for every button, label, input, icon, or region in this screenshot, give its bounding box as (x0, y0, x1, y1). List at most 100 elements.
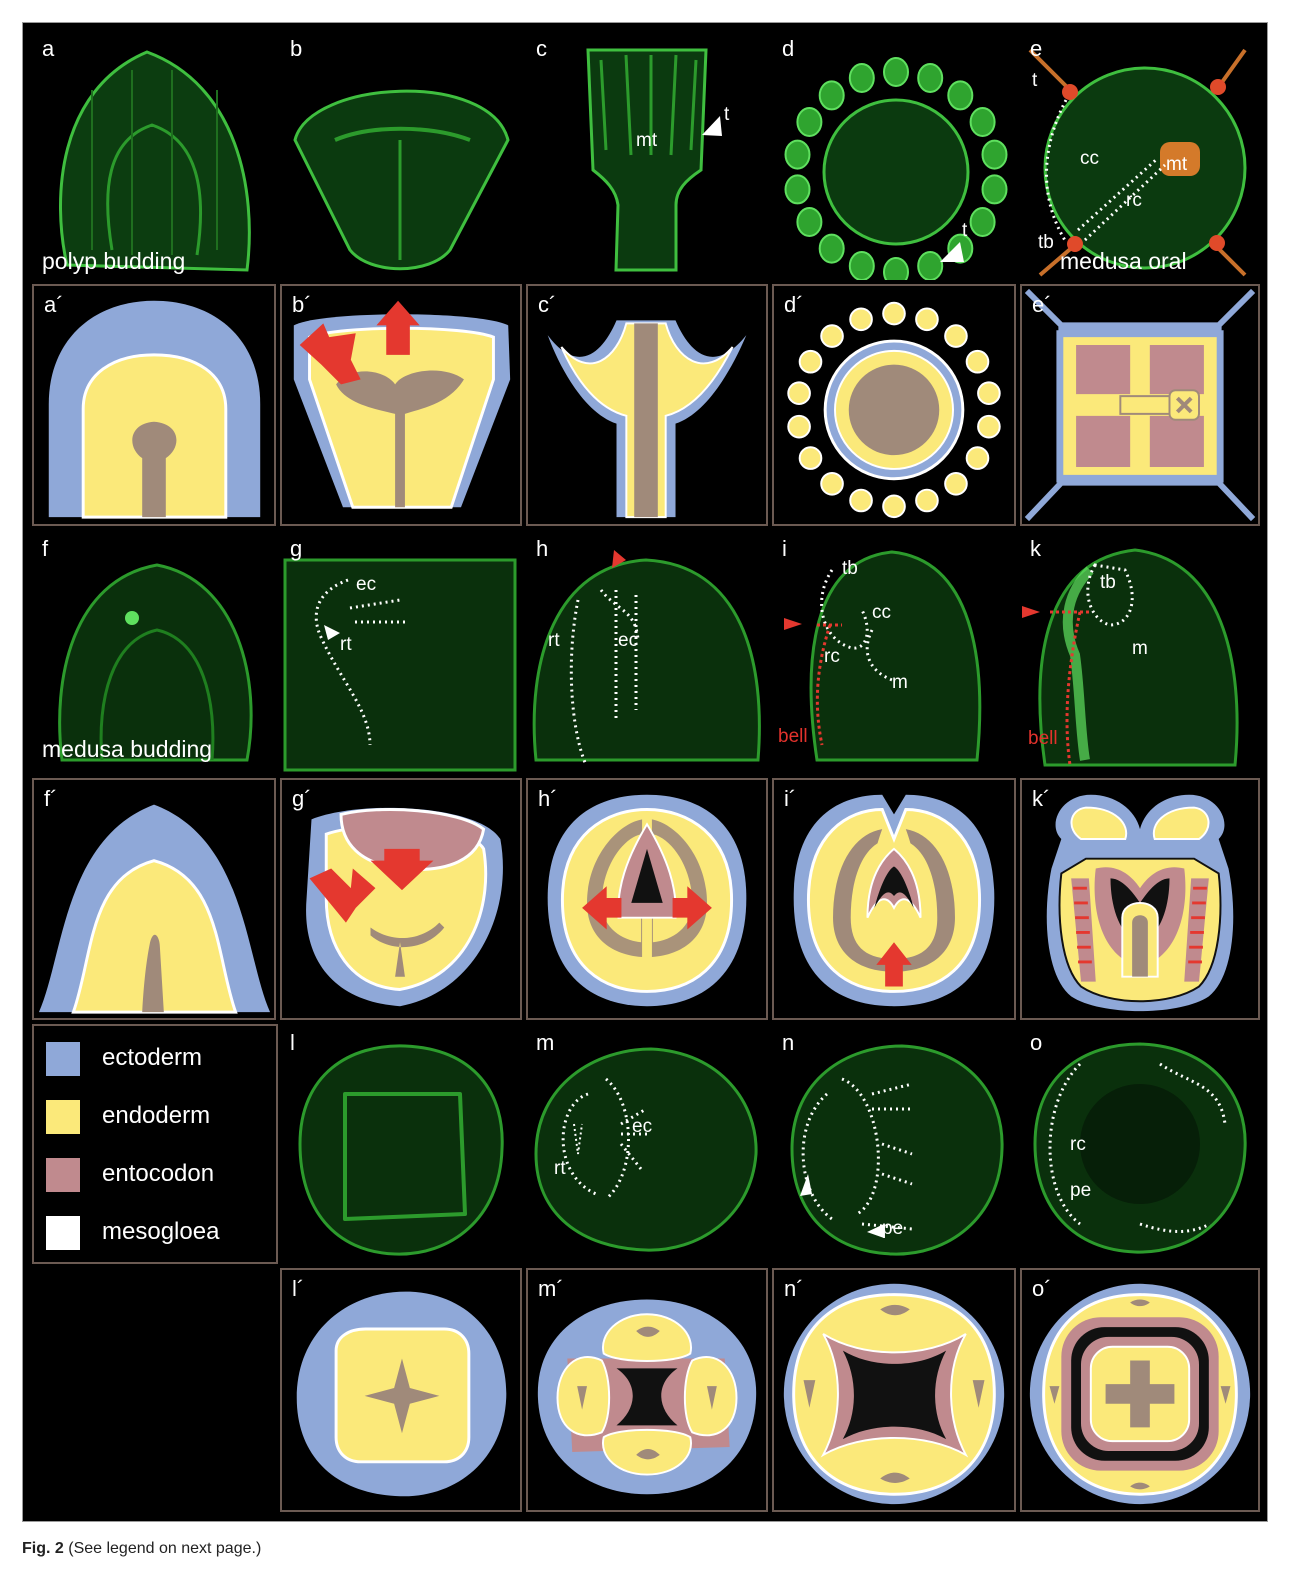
panel-label-o: o (1030, 1030, 1042, 1056)
panel-m-prime: m´ (526, 1268, 768, 1512)
panel-e-prime: e´ (1020, 284, 1260, 526)
annotation-i-m: m (892, 672, 908, 694)
diagram-d-prime (774, 286, 1014, 524)
legend-swatch-ectoderm (46, 1042, 80, 1076)
panel-a-prime: a´ (32, 284, 276, 526)
annotation-m-rt: rt (554, 1158, 566, 1180)
panel-label-l: l (290, 1030, 295, 1056)
diagram-m-prime (528, 1270, 766, 1510)
tentacle-bulb (978, 382, 1000, 404)
panel-label-d: d (782, 36, 794, 62)
annotation-g-rt: rt (340, 634, 352, 656)
panel-d: d t (772, 30, 1016, 280)
panel-f: f medusa budding (32, 530, 276, 774)
tentacle-bulb (821, 473, 843, 495)
panel-b-prime: b´ (280, 284, 522, 526)
annotation-c-t: t (724, 104, 729, 126)
diagram-h-prime (528, 780, 766, 1018)
micrograph-a-image (32, 30, 276, 280)
diagram-o-prime (1022, 1270, 1258, 1510)
annotation-e-tb: tb (1038, 232, 1054, 254)
panel-label-n: n (782, 1030, 794, 1056)
tentacle-bulb (916, 309, 938, 331)
tentacle-bulb (800, 351, 822, 373)
panel-label-h-prime: h´ (538, 786, 558, 812)
annotation-i-cc: cc (872, 602, 891, 624)
panel-label-c-prime: c´ (538, 292, 556, 318)
figure-caption-text: (See legend on next page.) (68, 1540, 261, 1557)
micrograph-m-image (526, 1024, 768, 1264)
legend: ectoderm endoderm entocodon mesogloea (32, 1024, 278, 1264)
panel-g-prime: g´ (280, 778, 522, 1020)
diagram-a-prime (34, 286, 274, 524)
tentacle-bulb (821, 325, 843, 347)
annotation-e-rc: rc (1126, 190, 1142, 212)
tentacle-bulb (788, 382, 810, 404)
annotation-o-pe: pe (1070, 1180, 1091, 1202)
diagram-f-prime (34, 780, 274, 1018)
annotation-e-t: t (1032, 70, 1037, 92)
tentacle-bulb (850, 309, 872, 331)
diagram-e-prime (1022, 286, 1258, 524)
panel-o-prime: o´ (1020, 1268, 1260, 1512)
tentacle-bulb (883, 303, 905, 325)
legend-label: ectoderm (102, 1044, 202, 1072)
diagram-b-prime (282, 286, 520, 524)
diagram-k-prime (1022, 780, 1258, 1018)
arrowhead-d-t (772, 30, 1016, 280)
tentacle-bulb (788, 416, 810, 438)
panel-label-a-prime: a´ (44, 292, 64, 318)
legend-swatch-endoderm (46, 1100, 80, 1134)
annotation-h-ec: ec (618, 630, 638, 652)
tentacle-bulb (916, 490, 938, 512)
panel-label-f-prime: f´ (44, 786, 57, 812)
panel-label-c: c (536, 36, 547, 62)
panel-n-prime: n´ (772, 1268, 1016, 1512)
micrograph-i-image (772, 530, 1016, 774)
legend-label: endoderm (102, 1102, 210, 1130)
tentacle-bulb (883, 495, 905, 517)
panel-label-b: b (290, 36, 302, 62)
micrograph-h-image (526, 530, 768, 774)
panel-o: o rc pe (1020, 1024, 1260, 1264)
panel-label-g: g (290, 536, 302, 562)
panel-label-i: i (782, 536, 787, 562)
caption-medusa-oral: medusa oral (1060, 248, 1187, 275)
panel-label-k: k (1030, 536, 1041, 562)
panel-n: n pe (772, 1024, 1016, 1264)
panel-d-prime: d´ (772, 284, 1016, 526)
panel-l: l (280, 1024, 522, 1264)
panel-k-prime: k´ (1020, 778, 1260, 1020)
panel-label-k-prime: k´ (1032, 786, 1050, 812)
diagram-c-prime (528, 286, 766, 524)
panel-i: i tb cc rc m bell (772, 530, 1016, 774)
micrograph-e-image (1020, 30, 1260, 280)
panel-label-h: h (536, 536, 548, 562)
panel-i-prime: i´ (772, 778, 1016, 1020)
panel-e: e t cc mt rc tb medusa oral (1020, 30, 1260, 280)
annotation-k-bell: bell (1028, 728, 1058, 750)
micrograph-o-image (1020, 1024, 1260, 1264)
tentacle-bulb (945, 325, 967, 347)
tentacle-bulb (967, 351, 989, 373)
micrograph-l-image (280, 1024, 522, 1264)
panel-f-prime: f´ (32, 778, 276, 1020)
panel-l-prime: l´ (280, 1268, 522, 1512)
diagram-n-prime (774, 1270, 1014, 1510)
panel-label-b-prime: b´ (292, 292, 312, 318)
panel-label-m-prime: m´ (538, 1276, 564, 1302)
diagram-g-prime (282, 780, 520, 1018)
panel-label-l-prime: l´ (292, 1276, 304, 1302)
annotation-i-tb: tb (842, 558, 858, 580)
tentacle-bulb (978, 416, 1000, 438)
annotation-k-tb: tb (1100, 572, 1116, 594)
annotation-n-pe: pe (882, 1218, 903, 1240)
diagram-i-prime (774, 780, 1014, 1018)
panel-a: a polyp budding (32, 30, 276, 280)
panel-c-prime: c´ (526, 284, 768, 526)
legend-swatch-entocodon (46, 1158, 80, 1192)
tentacle-bulb (967, 447, 989, 469)
arrowhead-g-rt (280, 530, 522, 774)
annotation-h-rt: rt (548, 630, 560, 652)
panel-label-m: m (536, 1030, 554, 1056)
